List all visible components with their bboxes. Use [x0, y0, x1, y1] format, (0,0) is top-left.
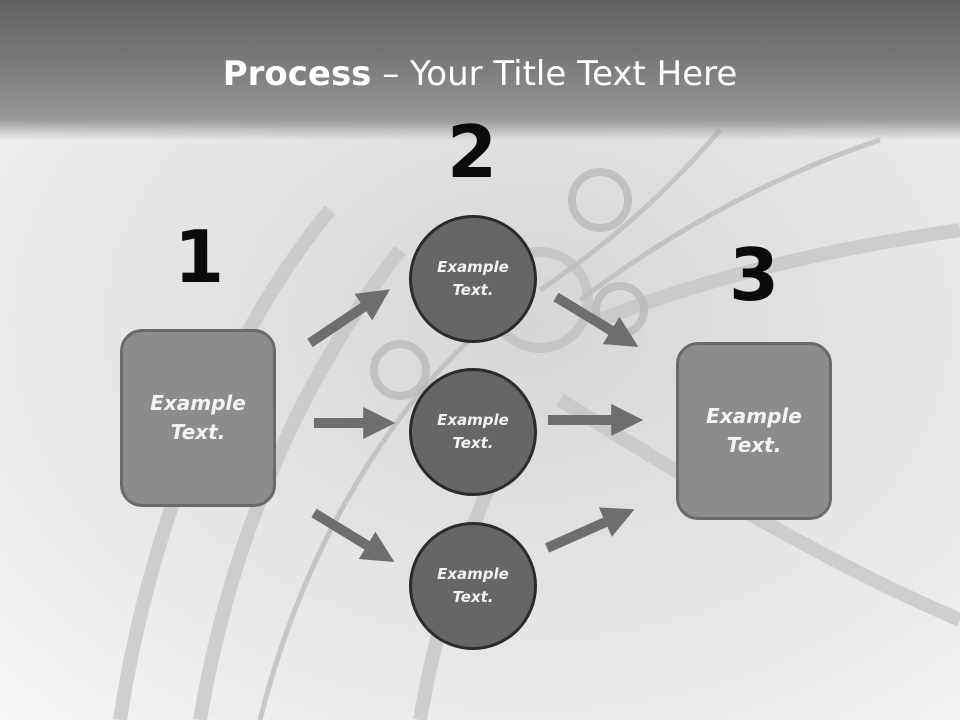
- step-2-circle-top: Example Text.: [409, 215, 537, 343]
- step-1-box: Example Text.: [120, 329, 276, 507]
- step-number-3: 3: [728, 233, 780, 317]
- arrow-1-to-bottom: [311, 508, 395, 562]
- title-rest: – Your Title Text Here: [371, 54, 738, 94]
- step-2-circle-bottom: Example Text.: [409, 522, 537, 650]
- arrow-1-to-top: [307, 289, 390, 348]
- step-number-2: 2: [446, 110, 498, 194]
- step-2-circle-middle: Example Text.: [409, 368, 537, 496]
- arrow-bottom-to-3: [544, 507, 635, 553]
- slide-title: Process – Your Title Text Here: [0, 52, 960, 96]
- arrow-top-to-3: [553, 292, 639, 347]
- step-3-box: Example Text.: [676, 342, 832, 520]
- title-bar: [0, 0, 960, 140]
- step-number-1: 1: [173, 215, 225, 299]
- title-bold: Process: [222, 54, 372, 94]
